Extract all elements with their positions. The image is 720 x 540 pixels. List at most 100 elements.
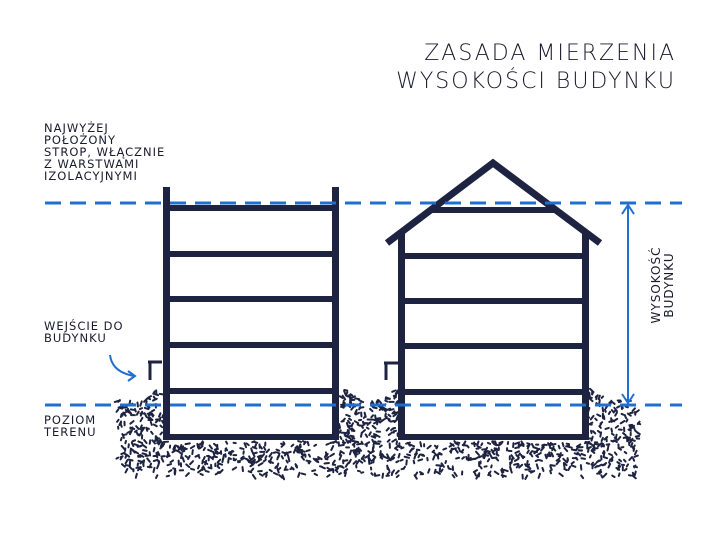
gravel-mark <box>207 454 213 460</box>
gravel-mark <box>307 453 311 458</box>
gravel-mark <box>510 457 514 464</box>
gravel-mark <box>158 412 162 418</box>
flat-roof-building <box>148 187 339 440</box>
gravel-mark <box>147 395 152 399</box>
gravel-mark <box>143 397 149 403</box>
gravel-mark <box>152 390 156 395</box>
gravel-mark <box>360 440 364 446</box>
gravel-mark <box>413 452 418 456</box>
gravel-mark <box>384 399 389 403</box>
gravel-mark <box>225 440 229 445</box>
gravel-mark <box>556 459 561 462</box>
gravel-mark <box>631 474 637 480</box>
gravel-mark <box>124 459 129 465</box>
gravel-mark <box>547 442 551 448</box>
gravel-mark <box>141 452 148 456</box>
gravel-mark <box>241 466 244 473</box>
gravel-mark <box>338 472 342 476</box>
gravel-mark <box>124 468 129 474</box>
gravel-mark <box>358 406 362 411</box>
gravel-mark <box>379 454 384 460</box>
gravel-mark <box>268 468 273 473</box>
gravel-mark <box>514 441 521 445</box>
gravel-mark <box>313 472 319 477</box>
gravel-mark <box>611 401 616 405</box>
gravel-mark <box>343 468 349 472</box>
gravel-mark <box>134 450 140 455</box>
gravel-mark <box>488 452 493 459</box>
gravel-mark <box>135 425 140 430</box>
gravel-mark <box>617 472 621 477</box>
gravel-mark <box>155 474 159 479</box>
gravel-mark <box>558 472 564 478</box>
gravel-mark <box>202 465 206 471</box>
gravel-mark <box>177 446 183 450</box>
gravel-mark <box>473 456 480 461</box>
gravel-mark <box>500 468 504 474</box>
gravel-mark <box>625 463 630 468</box>
gravel-mark <box>126 430 132 434</box>
gravel-mark <box>618 458 623 463</box>
label-line: terenu <box>44 425 97 440</box>
gravel-mark <box>331 459 336 465</box>
gravel-mark <box>159 444 165 450</box>
gravel-mark <box>602 472 608 478</box>
label-line: Najwyżej <box>44 121 109 135</box>
gravel-mark <box>387 432 392 436</box>
gravel-mark <box>385 407 392 411</box>
gravel-mark <box>124 464 131 467</box>
gravel-mark <box>158 416 162 422</box>
gravel-mark <box>395 460 400 464</box>
gravel-mark <box>149 420 153 426</box>
gravel-mark <box>623 467 628 472</box>
gravel-mark <box>451 474 456 479</box>
gravel-mark <box>449 447 453 454</box>
gravel-mark <box>589 414 595 421</box>
gravel-mark <box>453 440 457 444</box>
gravel-mark <box>345 391 349 396</box>
gravel-mark <box>184 442 191 446</box>
gravel-mark <box>368 431 372 437</box>
gravel-mark <box>610 427 613 433</box>
label-line: Poziom <box>44 413 97 427</box>
gravel-mark <box>120 444 126 450</box>
gravel-mark <box>513 457 520 462</box>
gravel-mark <box>625 418 629 423</box>
gravel-mark <box>161 414 164 419</box>
gravel-mark <box>275 448 281 452</box>
gravel-mark <box>321 466 326 470</box>
gravel-mark <box>426 444 432 450</box>
gravel-mark <box>619 420 626 425</box>
gravel-mark <box>361 456 366 463</box>
gravel-mark <box>482 453 490 457</box>
gravel-mark <box>154 419 159 424</box>
gravel-mark <box>615 433 618 439</box>
gravel-mark <box>343 432 348 436</box>
gravel-mark <box>537 472 541 479</box>
gravel-mark <box>613 451 618 456</box>
gravel-mark <box>130 441 135 447</box>
entrance-arrowhead <box>127 370 137 382</box>
gravel-mark <box>247 470 253 474</box>
diagram-title: Zasada mierzenia wysokości budynku <box>396 40 676 95</box>
gravel-mark <box>563 447 569 453</box>
gravel-mark <box>339 435 343 440</box>
gravel-mark <box>602 451 606 458</box>
gravel-mark <box>353 420 360 425</box>
label-line: Wysokość <box>649 246 663 324</box>
gravel-mark <box>345 438 350 444</box>
gravel-mark <box>613 436 618 441</box>
gravel-mark <box>120 463 126 468</box>
gravel-mark <box>634 449 638 456</box>
gravel-mark <box>253 440 259 444</box>
gravel-mark <box>395 414 399 420</box>
gravel-mark <box>133 429 138 433</box>
gravel-mark <box>379 405 386 410</box>
gravel-mark <box>391 438 397 443</box>
gravel-mark <box>433 444 439 449</box>
gravel-mark <box>614 425 620 429</box>
gravel-mark <box>166 463 173 467</box>
gravel-mark <box>136 444 143 448</box>
gravel-mark <box>116 418 120 423</box>
